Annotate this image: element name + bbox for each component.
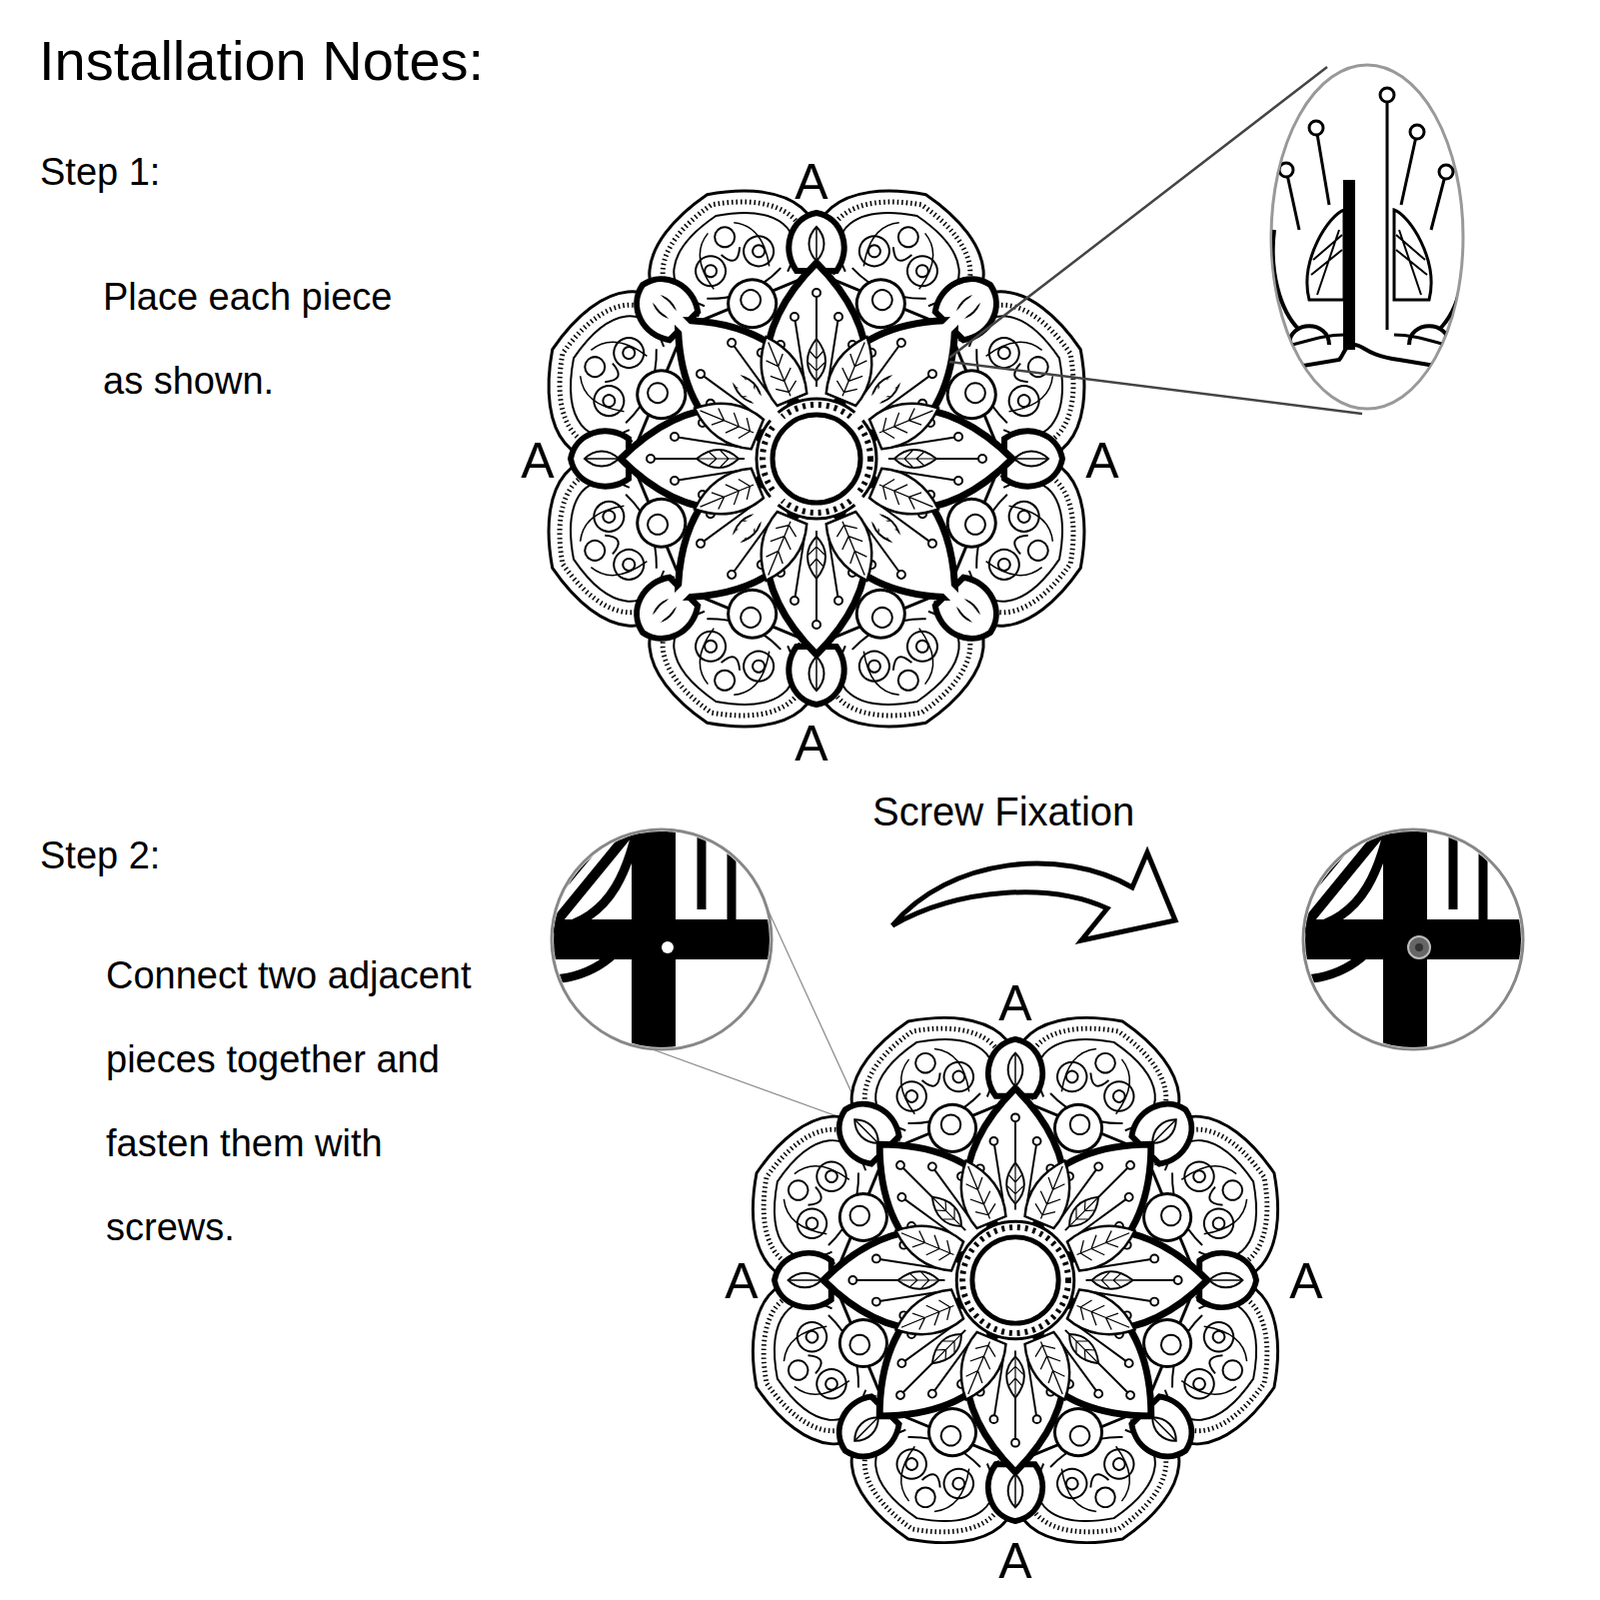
zoom-callout [949, 64, 1470, 414]
screw-fixed-zoom [1293, 809, 1534, 1070]
process-arrow [892, 852, 1176, 941]
piece-label: A [998, 1533, 1032, 1590]
piece-label: A [794, 153, 828, 210]
piece-label: A [998, 975, 1032, 1032]
instruction-text: Place each piece as shown. [102, 254, 443, 423]
piece-label: A [520, 432, 554, 489]
screw-hole-zoom [541, 809, 868, 1128]
piece-label: A [794, 715, 828, 772]
piece-label: A [1085, 432, 1119, 489]
arrow-caption: Screw Fixation [872, 786, 1135, 837]
page-title: Installation Notes: [38, 27, 484, 94]
piece-gaps [646, 288, 987, 629]
piece-label: A [724, 1253, 758, 1310]
mandala-pieces [518, 160, 1114, 756]
step-heading: Step 1: [39, 147, 160, 196]
mandala-art [518, 160, 1114, 756]
step-heading: Step 2: [39, 831, 160, 880]
mandala-assembled [723, 988, 1307, 1572]
piece-label: A [1289, 1253, 1323, 1310]
instruction-text: Connect two adjacent pieces together and… [105, 933, 484, 1270]
